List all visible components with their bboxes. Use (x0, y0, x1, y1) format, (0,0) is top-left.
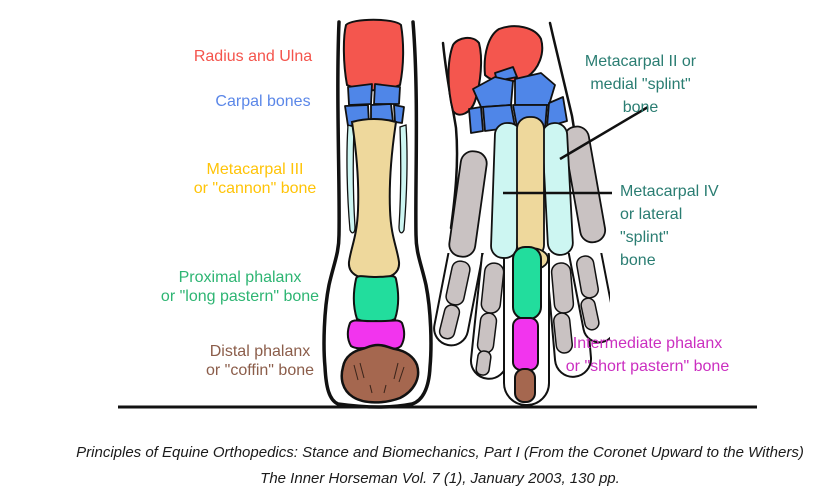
hand-bone-distal-phalanx (514, 368, 536, 403)
bone-radius-ulna (342, 18, 405, 92)
hand-finger-bones (438, 255, 600, 376)
caption-line-1: Principles of Equine Orthopedics: Stance… (76, 444, 804, 461)
hand-metacarpals (448, 116, 607, 271)
bone-splint-slivers (346, 124, 408, 234)
bone-splint-right (398, 124, 408, 234)
bone-intermediate-phalanx (346, 319, 406, 350)
bone-proximal-phalanx (352, 275, 400, 324)
bone-splint-left (346, 124, 356, 234)
label-metacarpal-ii: Metacarpal II or medial "splint" bone (584, 53, 697, 116)
horse-leg-illustration (322, 18, 433, 409)
hand-bone-proximal-phalanx (512, 246, 542, 320)
bone-distal-phalanx (340, 343, 420, 404)
label-carpal-bones: Carpal bones (215, 93, 311, 110)
hand-bone-radius-ulna (447, 25, 544, 116)
hand-bone-intermediate-phalanx (512, 317, 539, 371)
label-intermediate-phalanx: Intermediate phalanx or "short pastern" … (565, 335, 730, 375)
bone-cannon (347, 118, 401, 281)
figure-caption: Principles of Equine Orthopedics: Stance… (55, 440, 823, 491)
label-metacarpal-iv: Metacarpal IV or lateral "splint" bone (620, 183, 719, 269)
hand-bone-metacarpal-1 (448, 150, 488, 258)
coffin-bone-striations (353, 362, 405, 394)
label-radius-ulna: Radius and Ulna (193, 48, 313, 65)
label-proximal-phalanx: Proximal phalanx or "long pastern" bone (160, 269, 320, 305)
label-distal-phalanx: Distal phalanx or "coffin" bone (205, 343, 315, 379)
caption-line-2: The Inner Horseman Vol. 7 (1), January 2… (260, 470, 620, 487)
hand-illustration (433, 13, 610, 406)
label-metacarpal-iii: Metacarpal III or "cannon" bone (193, 161, 317, 197)
